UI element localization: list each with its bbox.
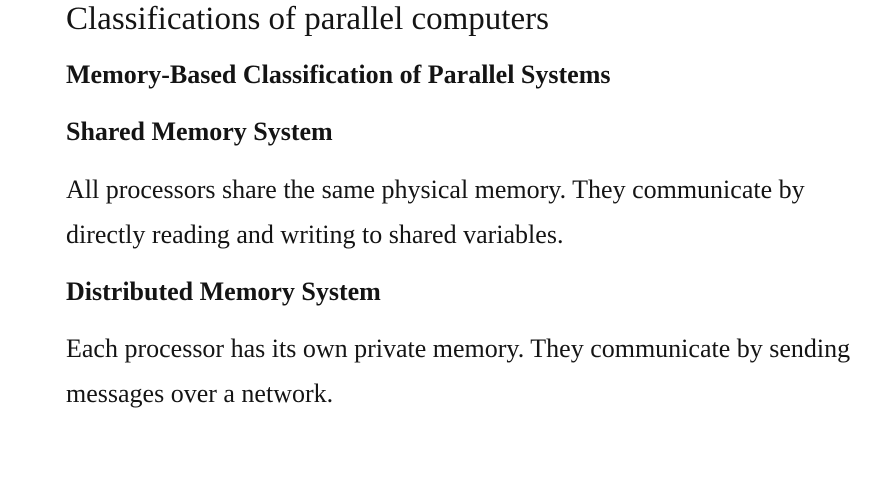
document-title: Classifications of parallel computers [66, 1, 549, 37]
subsection-heading-shared-memory: Shared Memory System [66, 117, 333, 146]
section-heading-memory-based-classification: Memory-Based Classification of Parallel … [66, 60, 611, 89]
subsection-heading-distributed-memory: Distributed Memory System [66, 277, 381, 306]
paragraph-line: directly reading and writing to shared v… [66, 220, 564, 249]
paragraph-shared-memory: All processors share the same physical m… [66, 167, 805, 257]
paragraph-line: All processors share the same physical m… [66, 175, 805, 204]
paragraph-distributed-memory: Each processor has its own private memor… [66, 326, 850, 416]
paragraph-line: Each processor has its own private memor… [66, 334, 851, 363]
paragraph-line: messages over a network. [66, 379, 334, 408]
